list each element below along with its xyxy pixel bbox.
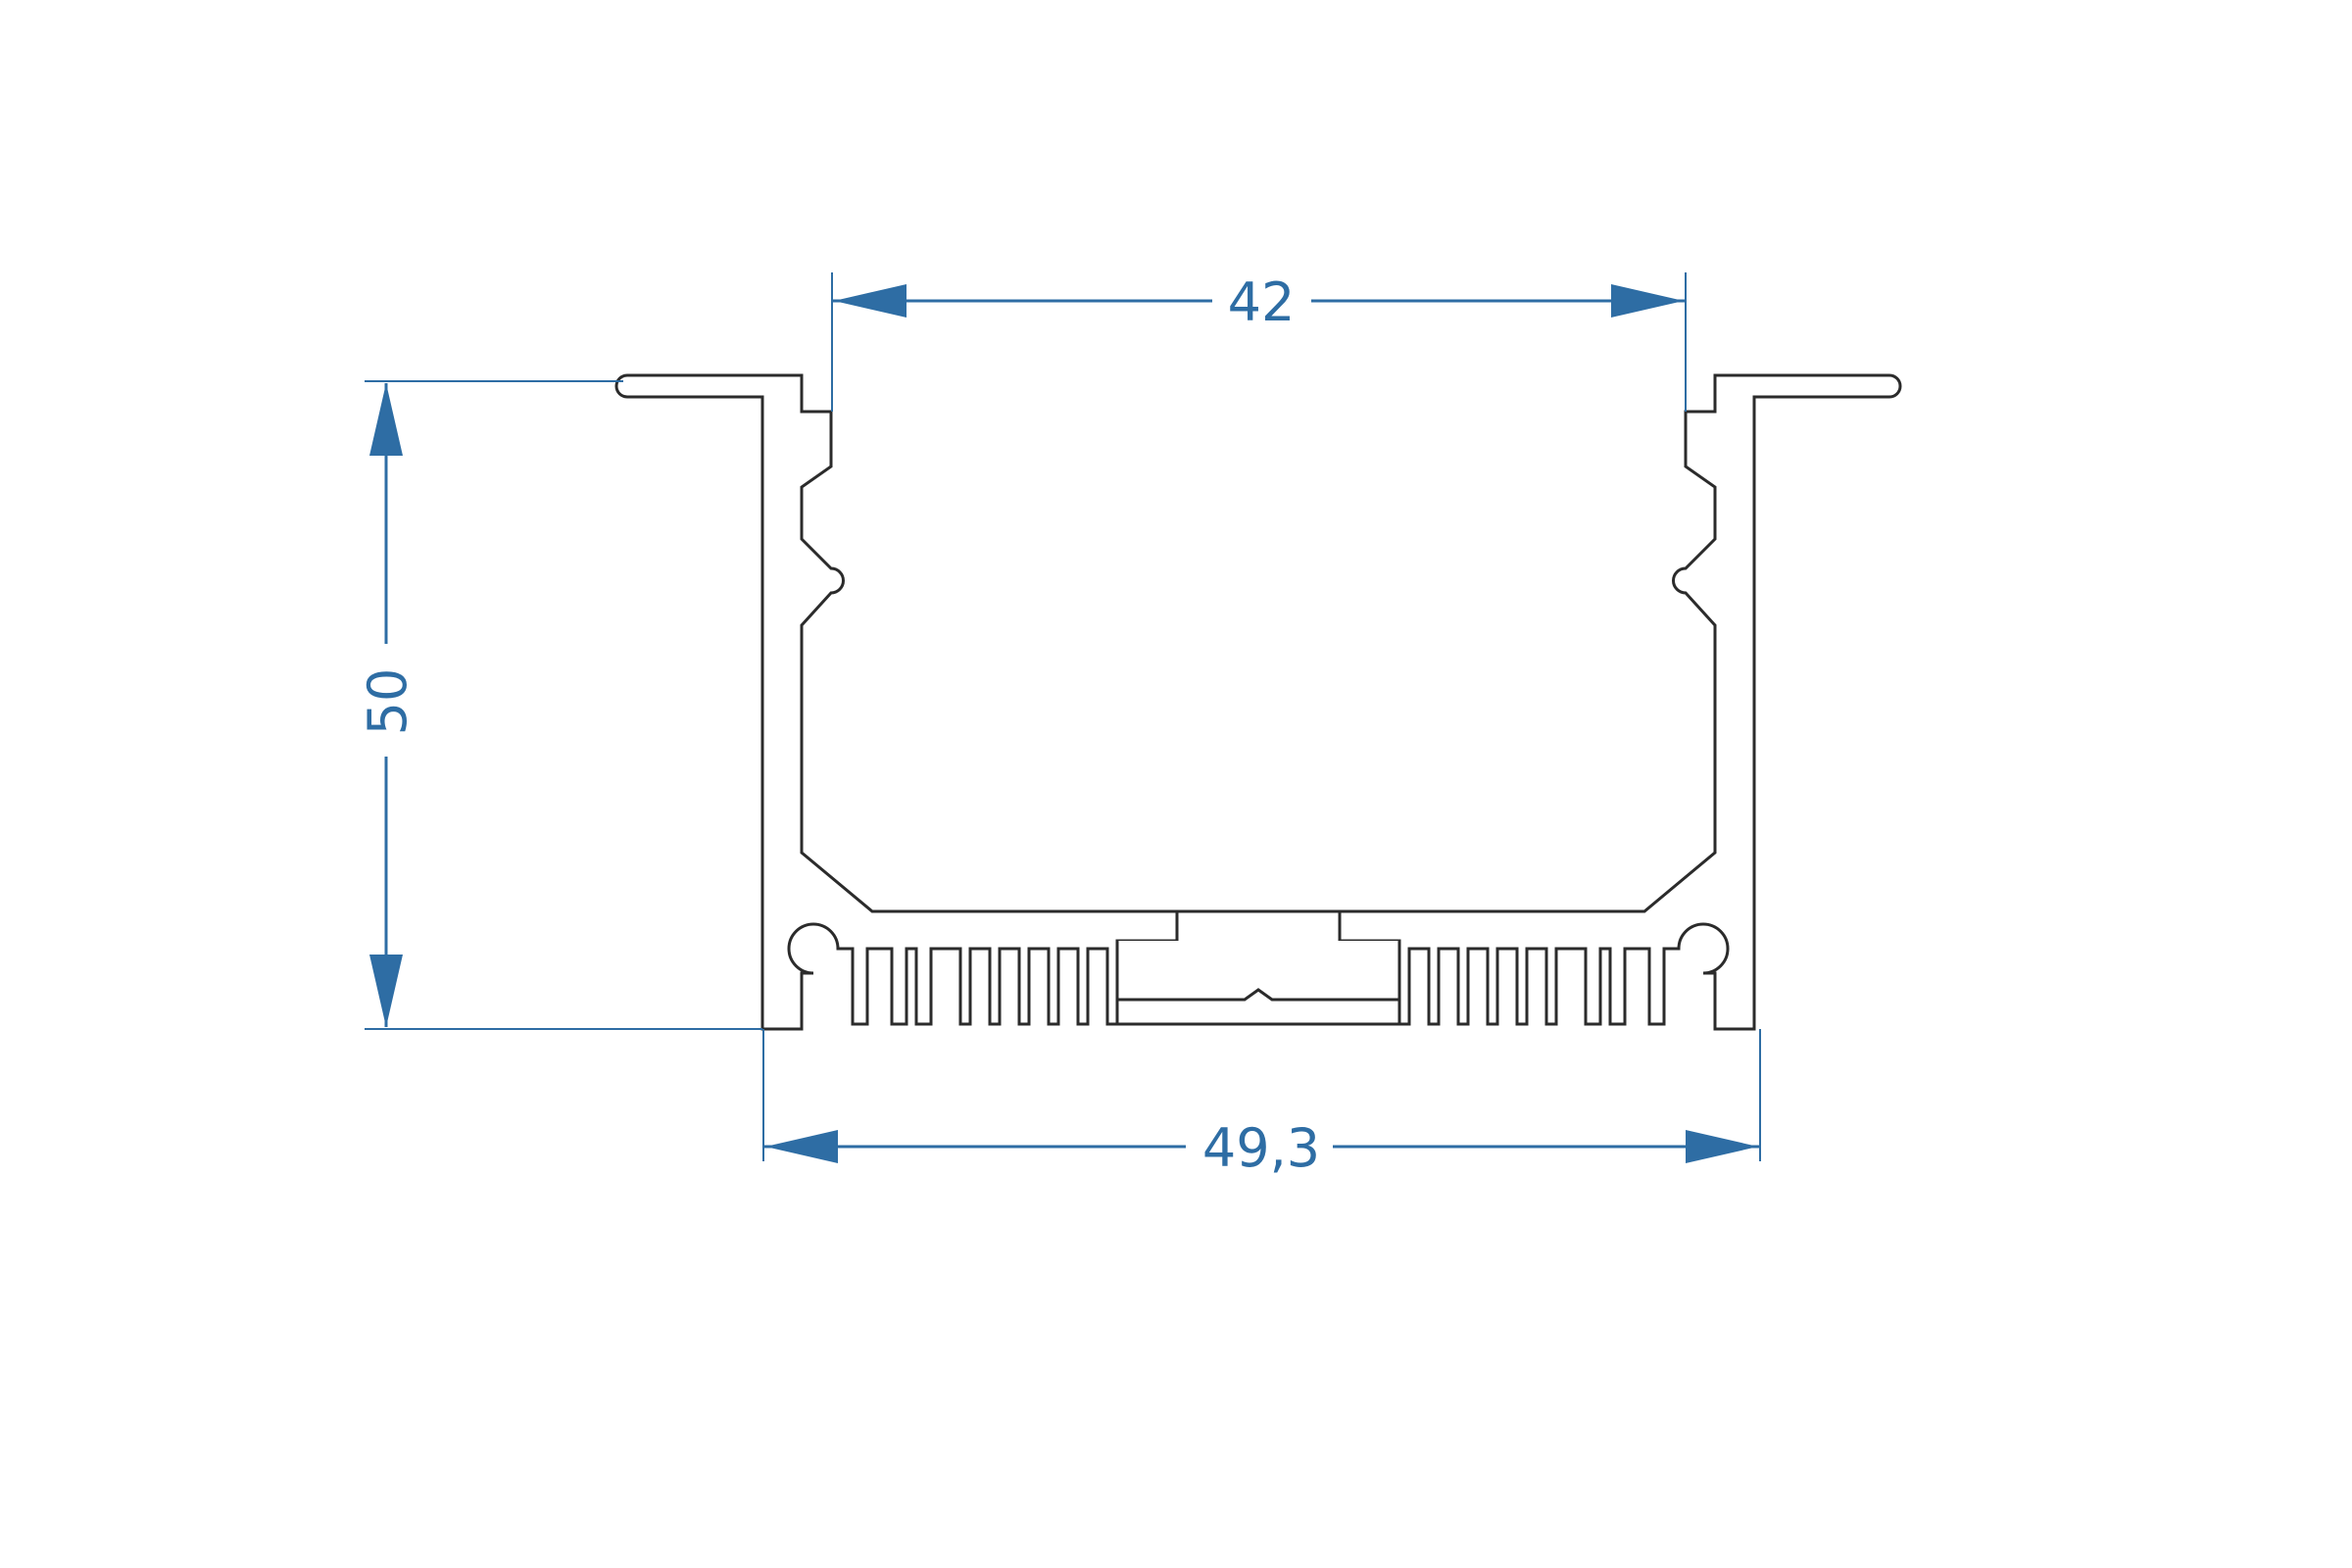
profile-center-channel	[1115, 941, 1401, 1002]
arrow-height-top	[369, 383, 403, 456]
dim-label-outer-width: 49,3	[1202, 1117, 1320, 1179]
arrow-outer-left	[765, 1130, 838, 1163]
dim-label-inner-width: 42	[1228, 271, 1296, 333]
profile-left-half	[614, 373, 1258, 1031]
arrow-height-bottom	[369, 955, 403, 1027]
dim-label-height: 50	[357, 668, 418, 736]
arrow-inner-left	[834, 284, 906, 318]
arrow-outer-right	[1686, 1130, 1758, 1163]
arrow-inner-right	[1611, 284, 1684, 318]
profile-right-half	[1258, 373, 1902, 1031]
